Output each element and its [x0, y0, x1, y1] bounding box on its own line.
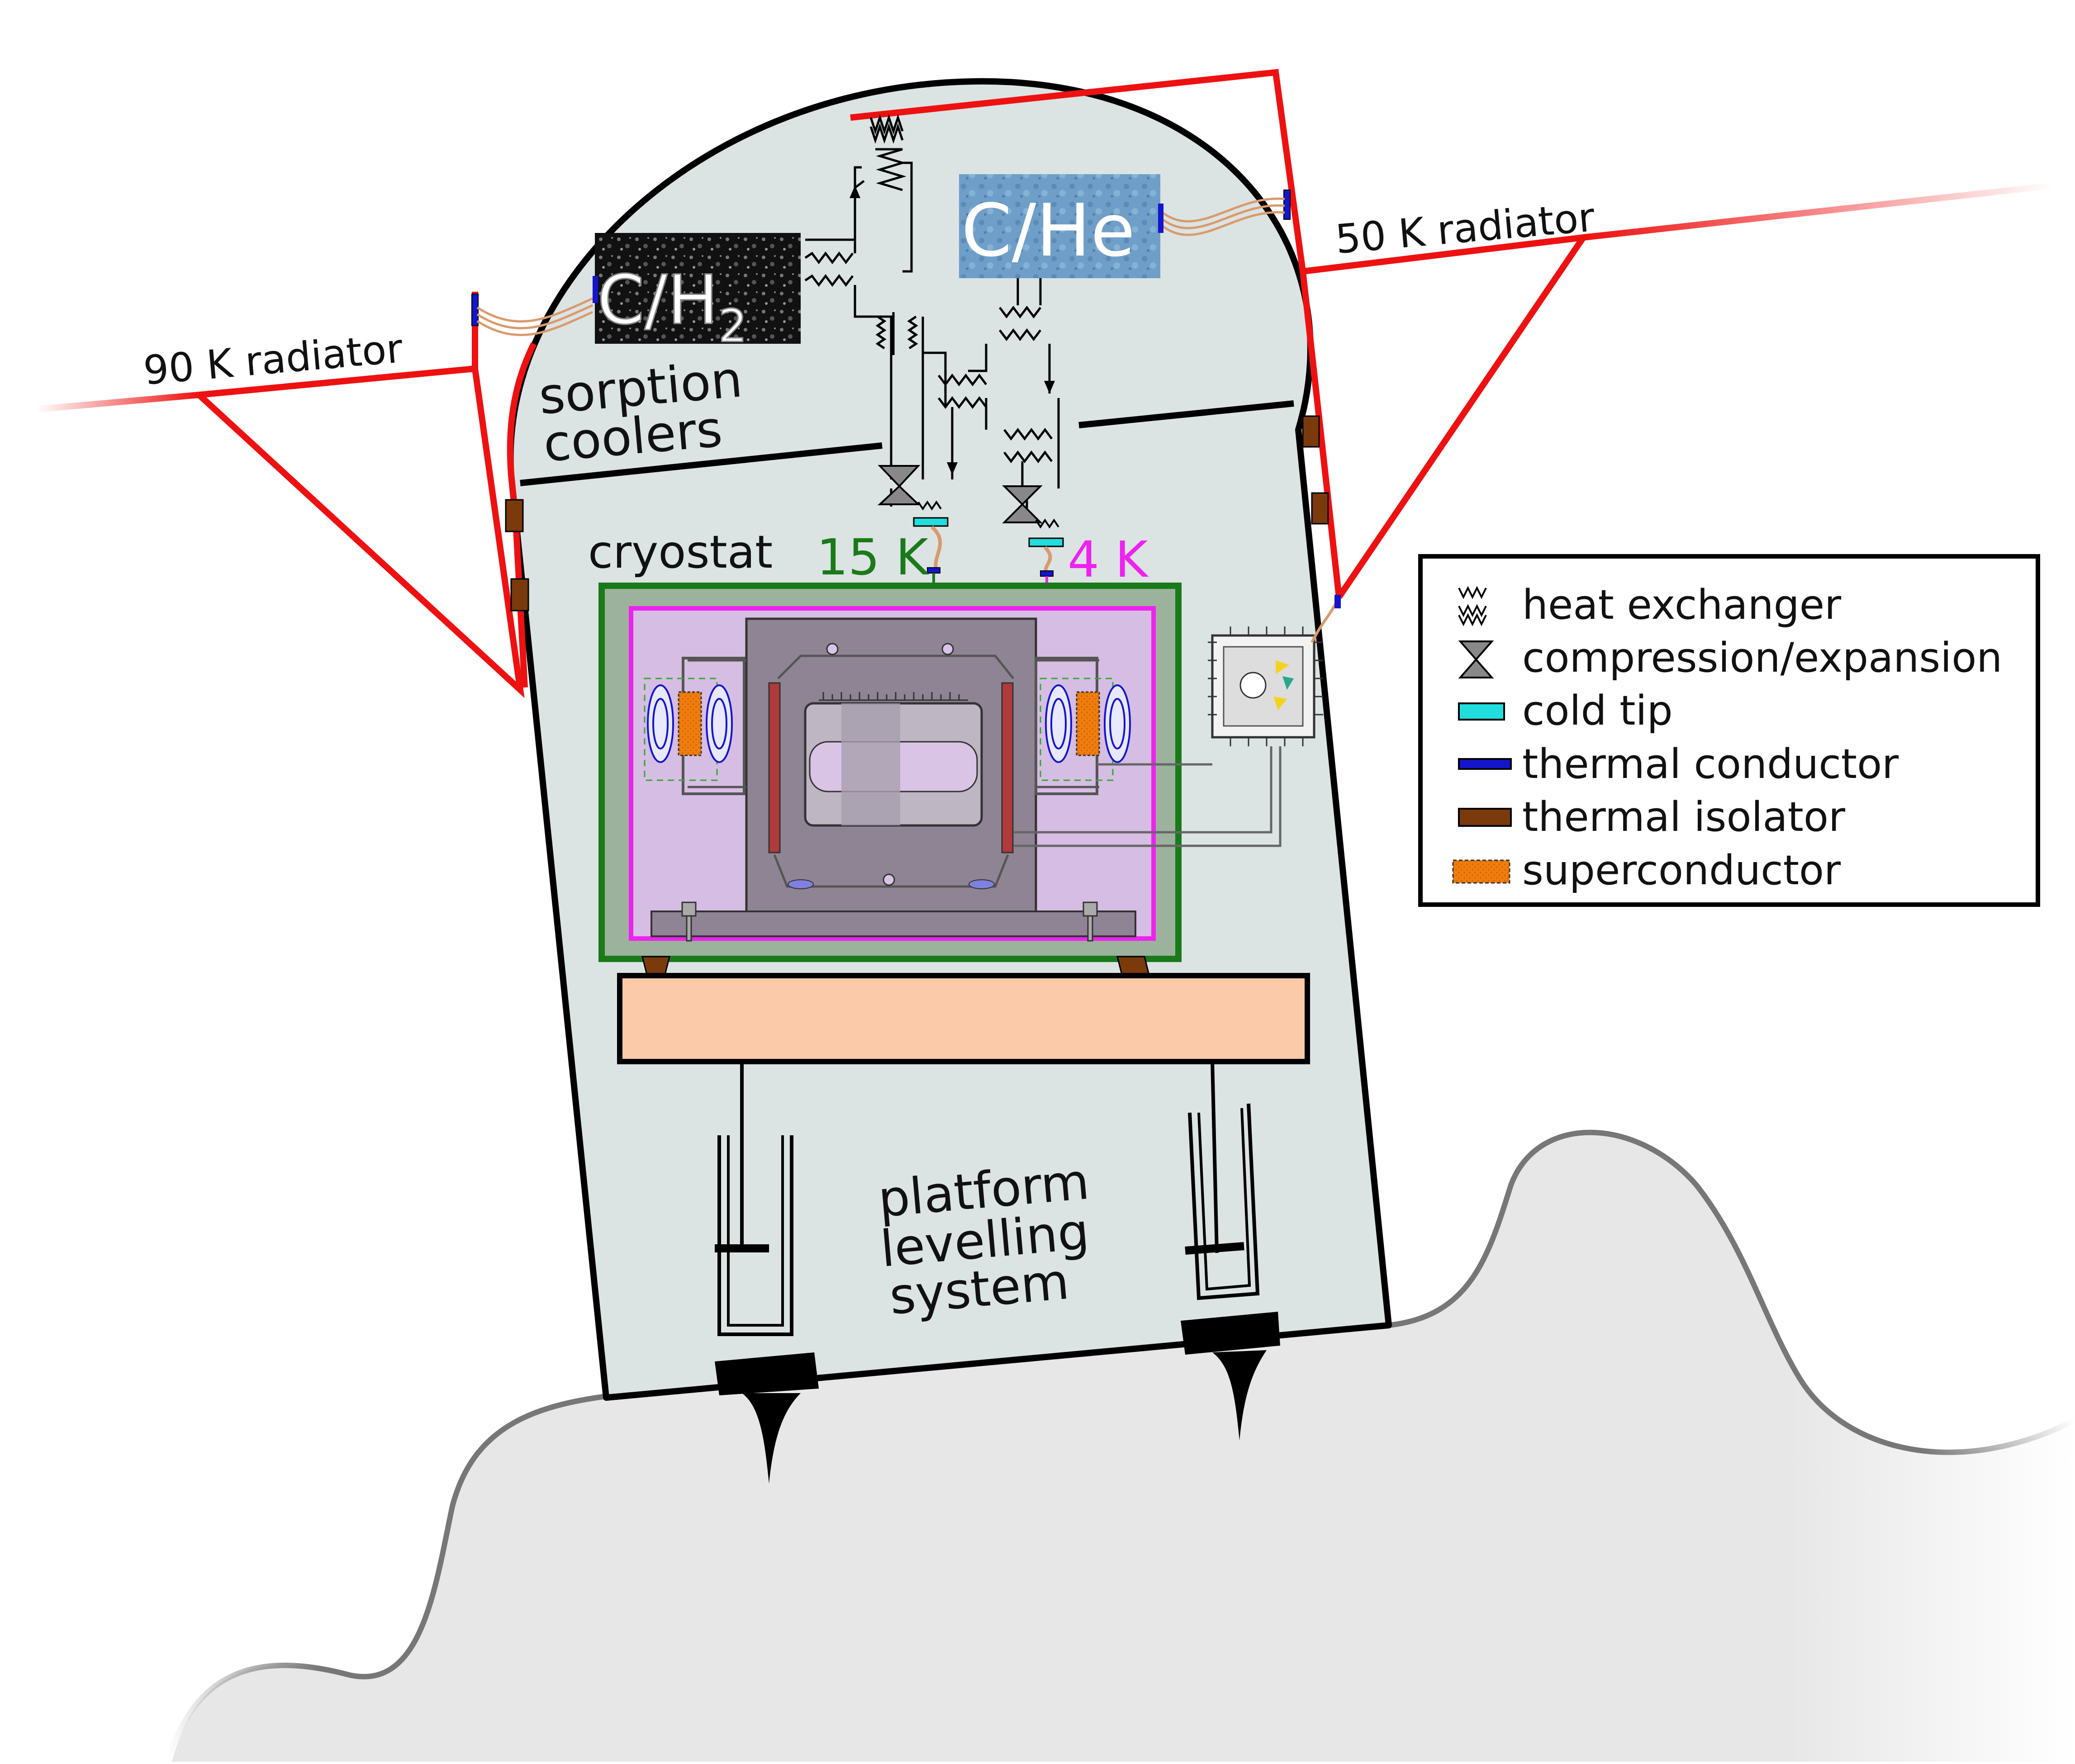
chip-wiring — [1013, 746, 1282, 847]
trap-coil-1 — [788, 879, 814, 889]
expansion-valve-left — [877, 465, 921, 505]
label-4k: 4 K — [1068, 531, 1149, 588]
legend-label-superconductor: superconductor — [1522, 847, 1841, 894]
strap-15k — [931, 525, 942, 571]
trap-comb — [819, 692, 968, 701]
isolator-left-1 — [505, 499, 524, 532]
trap-pin-1 — [826, 643, 839, 655]
sorption-separator-right — [1078, 400, 1294, 428]
flow-arrow-up — [850, 185, 860, 198]
cryostat-foot-left — [641, 956, 670, 976]
ground-outline — [165, 1129, 2075, 1763]
compression-expansion-icon — [1458, 640, 1494, 678]
thermal-isolator-icon — [1458, 808, 1512, 827]
legend-label-thermal-conductor: thermal conductor — [1522, 740, 1899, 788]
label-15k: 15 K — [817, 528, 930, 586]
conductor-90k — [471, 294, 479, 326]
piston-left — [715, 1061, 819, 1484]
cooler-h2-label: C/H — [597, 261, 718, 340]
legend-label-cold-tip: cold tip — [1522, 687, 1673, 735]
trap-coil-2 — [969, 879, 995, 889]
label-cryostat: cryostat — [588, 526, 773, 579]
coil-module-left — [644, 657, 745, 795]
trap-pin-3 — [883, 873, 895, 886]
chip-conductor — [1334, 595, 1341, 608]
platform-table — [617, 973, 1310, 1064]
sorption-separator-left — [520, 442, 883, 486]
cold-tip-icon — [1458, 702, 1505, 721]
trap-pin-2 — [941, 643, 954, 655]
superconductor-left — [678, 691, 702, 756]
isolator-right-1 — [1302, 415, 1320, 448]
flow-arrow-down-1 — [947, 462, 958, 475]
electrode-right — [1001, 682, 1014, 854]
cryostat-base-plate — [651, 910, 1136, 937]
ground — [172, 1132, 2075, 1762]
label-90k-radiator: 90 K radiator — [142, 325, 405, 394]
superconductor-icon — [1452, 859, 1510, 884]
electronics-chip — [1208, 626, 1323, 746]
radiator-90k-shield — [507, 342, 537, 521]
cooler-h2-subscript: 2 — [718, 299, 747, 352]
base-bolts — [681, 901, 1098, 942]
isolator-left-2 — [510, 578, 529, 612]
isolator-right-2 — [1311, 492, 1329, 525]
trap-center-bar — [841, 703, 900, 825]
trap-wiring — [688, 654, 1099, 888]
cooler-he-block: C/He — [959, 174, 1163, 278]
strap-50k — [1162, 197, 1285, 236]
conductor-4k — [1040, 570, 1054, 577]
piston-right — [1181, 1060, 1280, 1441]
cooler-he-label: C/He — [961, 188, 1135, 273]
radiator-50k — [850, 69, 2054, 599]
electrode-left — [768, 682, 781, 854]
coil-module-right — [1035, 657, 1131, 795]
svg-text:C/H2: C/H2 — [597, 261, 747, 352]
legend-label-heat-exchanger: heat exchanger — [1522, 581, 1841, 629]
thermal-conductor-icon — [1458, 758, 1512, 770]
legend-label-thermal-isolator: thermal isolator — [1522, 793, 1845, 841]
strap-90k — [476, 297, 594, 337]
expansion-valve-right — [1002, 485, 1043, 523]
heat-exchanger-icon — [1458, 586, 1487, 626]
cold-tip-4k — [1028, 537, 1064, 547]
flow-arrow-down-2 — [1044, 381, 1055, 394]
cryostat-foot-right — [1116, 956, 1150, 976]
legend: heat exchanger compression/expansion col… — [1418, 554, 2040, 907]
cold-tip-15k — [913, 517, 949, 527]
legend-label-compression: compression/expansion — [1522, 634, 2002, 682]
cooler-h2-block: C/H2 — [593, 233, 801, 353]
exchanger-small-left — [917, 500, 942, 511]
conductor-15k — [927, 567, 940, 574]
superconductor-right — [1076, 691, 1100, 756]
exchanger-small-right — [1035, 518, 1059, 529]
